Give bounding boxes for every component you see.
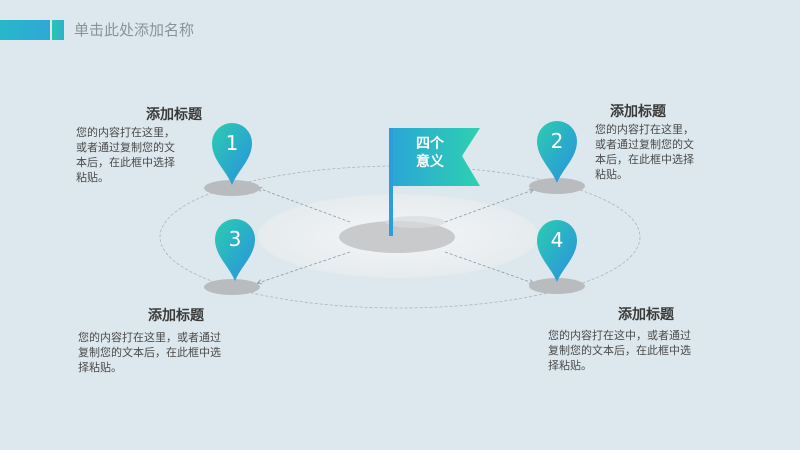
flag [393, 128, 480, 186]
pin-number-2: 2 [550, 129, 564, 153]
arrow-to-1 [258, 188, 351, 223]
arrow-to-4 [444, 251, 533, 283]
pin-number-1: 1 [225, 131, 239, 155]
pin-3 [215, 219, 255, 281]
slide-title[interactable]: 单击此处添加名称 [74, 21, 195, 39]
flag-label: 四个 意义 [416, 136, 444, 170]
item-2-heading[interactable]: 添加标题 [610, 104, 666, 120]
platform-center [339, 221, 455, 253]
item-3-heading[interactable]: 添加标题 [148, 308, 204, 324]
item-1-heading[interactable]: 添加标题 [146, 107, 202, 123]
arrow-to-2 [444, 190, 533, 223]
item-3-body[interactable]: 您的内容打在这里，或者通过 复制您的文本后，在此框中选 择粘贴。 [78, 331, 221, 374]
item-1-body[interactable]: 您的内容打在这里， 或者通过复制您的文 本后，在此框中选择 粘贴。 [76, 126, 175, 184]
pin-2 [537, 121, 577, 183]
pin-number-4: 4 [550, 228, 564, 252]
item-2-body[interactable]: 您的内容打在这里， 或者通过复制您的文 本后，在此框中选择 粘贴。 [595, 123, 694, 181]
title-accent-bar [0, 20, 64, 40]
item-4-heading[interactable]: 添加标题 [618, 307, 674, 323]
item-4-body[interactable]: 您的内容打在这中，或者通过 复制您的文本后，在此框中选 择粘贴。 [548, 329, 691, 372]
flag-pole [389, 128, 393, 236]
pin-4 [537, 220, 577, 282]
pin-number-3: 3 [228, 227, 242, 251]
arrow-to-3 [258, 251, 351, 283]
pin-1 [212, 123, 252, 185]
